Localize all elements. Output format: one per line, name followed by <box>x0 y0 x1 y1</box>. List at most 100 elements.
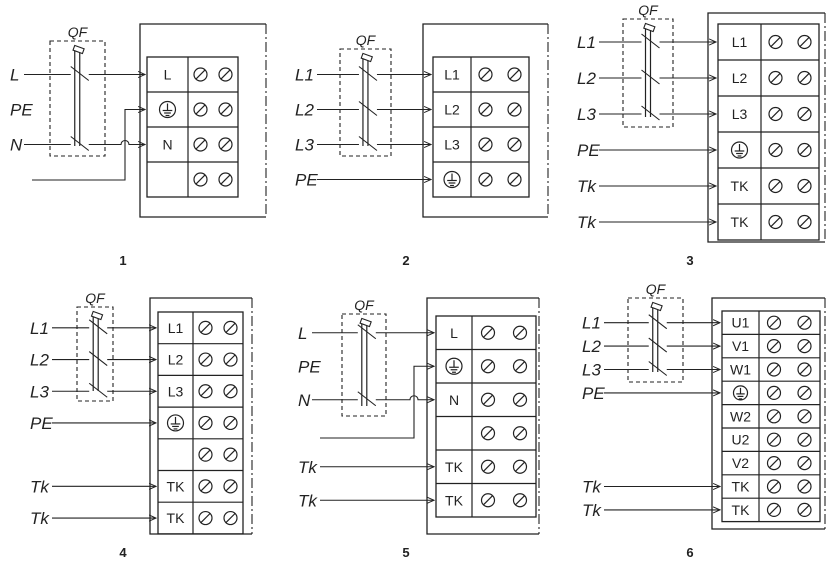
terminal-label: L2 <box>444 102 460 118</box>
breaker-qf-label: QF <box>646 281 667 297</box>
screw-slot <box>509 174 520 185</box>
screw-slot <box>220 139 231 150</box>
terminal-label: L <box>164 67 172 83</box>
screw-slot <box>480 69 491 80</box>
terminal-label: U2 <box>732 432 750 448</box>
screw-terminal-icon <box>223 510 238 526</box>
input-label: Tk <box>30 477 50 496</box>
input-label: L1 <box>295 66 314 85</box>
screw-slot <box>769 504 779 515</box>
screw-terminal-icon <box>797 178 812 194</box>
screw-slot <box>480 174 491 185</box>
screw-slot <box>483 327 493 338</box>
input-label: PE <box>582 384 605 403</box>
screw-slot <box>770 73 781 83</box>
screw-slot <box>225 417 236 428</box>
terminal-label: L2 <box>168 352 184 368</box>
screw-slot <box>220 69 231 80</box>
screw-terminal-icon <box>478 102 493 117</box>
input-wire-pe <box>320 366 434 439</box>
screw-slot <box>480 139 491 150</box>
input-label: PE <box>577 141 600 160</box>
screw-slot <box>799 181 810 191</box>
breaker-contact <box>70 136 90 151</box>
ground-icon <box>443 170 461 189</box>
input-label: L3 <box>582 361 601 380</box>
input-label: PE <box>30 414 53 433</box>
screw-slot <box>769 458 779 469</box>
input-label: N <box>298 391 311 410</box>
screw-terminal-icon <box>766 479 782 494</box>
breaker-qf-label: QF <box>356 32 377 48</box>
screw-terminal-icon <box>797 70 812 86</box>
screw-slot <box>220 104 231 115</box>
screw-terminal-icon <box>507 102 522 117</box>
screw-terminal-icon <box>512 392 528 407</box>
screw-slot <box>799 109 810 119</box>
ground-icon <box>730 141 749 159</box>
screw-terminal-icon <box>218 137 233 152</box>
screw-terminal-icon <box>768 214 783 230</box>
breaker-qf-label: QF <box>354 297 375 313</box>
screw-terminal-icon <box>507 67 522 82</box>
screw-terminal-icon <box>766 362 782 377</box>
screw-terminal-icon <box>198 320 213 335</box>
input-label: PE <box>298 357 321 376</box>
screw-slot <box>483 461 493 472</box>
screw-slot <box>799 411 810 422</box>
screw-slot <box>799 145 810 155</box>
enclosure <box>711 297 825 530</box>
terminal-label: TK <box>445 459 464 475</box>
breaker-qf-box <box>339 48 392 157</box>
screw-terminal-icon <box>797 34 812 50</box>
diagram-number: 3 <box>686 253 693 268</box>
input-label: PE <box>10 101 33 120</box>
screw-terminal-icon <box>198 352 213 367</box>
screw-slot <box>200 449 211 460</box>
screw-terminal-icon <box>478 67 493 82</box>
terminal-label: U1 <box>732 315 750 331</box>
input-label: L2 <box>295 101 314 120</box>
input-label: L2 <box>577 69 596 88</box>
screw-slot <box>200 513 211 524</box>
enclosure <box>149 297 252 535</box>
terminal-label: L2 <box>732 70 748 86</box>
terminal-label: W1 <box>730 362 751 378</box>
enclosure <box>139 23 266 218</box>
input-label: Tk <box>582 478 602 497</box>
diagram-number: 2 <box>402 253 409 268</box>
terminal-label: N <box>449 392 459 408</box>
breaker-contact <box>358 101 378 116</box>
screw-terminal-icon <box>797 502 812 517</box>
screw-terminal-icon <box>766 409 782 424</box>
screw-slot <box>769 434 779 445</box>
screw-terminal-icon <box>797 142 812 158</box>
screw-terminal-icon <box>768 178 783 194</box>
input-label: L1 <box>30 319 49 338</box>
screw-terminal-icon <box>198 384 213 399</box>
breaker-contact <box>641 33 660 49</box>
screw-slot <box>509 69 520 80</box>
input-wire-pe <box>32 110 145 181</box>
screw-slot <box>483 428 493 439</box>
terminal-block <box>721 310 821 523</box>
breaker-contact <box>88 382 108 398</box>
screw-terminal-icon <box>797 106 812 122</box>
screw-terminal-icon <box>768 70 783 86</box>
breaker-handle <box>650 301 663 312</box>
breaker-contact <box>88 319 108 335</box>
screw-slot <box>769 364 779 375</box>
screw-slot <box>225 354 236 365</box>
breaker-contact <box>70 66 90 81</box>
screw-terminal-icon <box>507 172 522 187</box>
screw-slot <box>220 174 231 185</box>
screw-slot <box>515 361 525 372</box>
screw-slot <box>769 317 779 328</box>
screw-terminal-icon <box>512 359 528 374</box>
breaker-contact <box>357 324 377 340</box>
breaker-contact <box>648 361 668 376</box>
terminal-label: W2 <box>730 408 751 424</box>
breaker-qf-box <box>341 313 387 417</box>
